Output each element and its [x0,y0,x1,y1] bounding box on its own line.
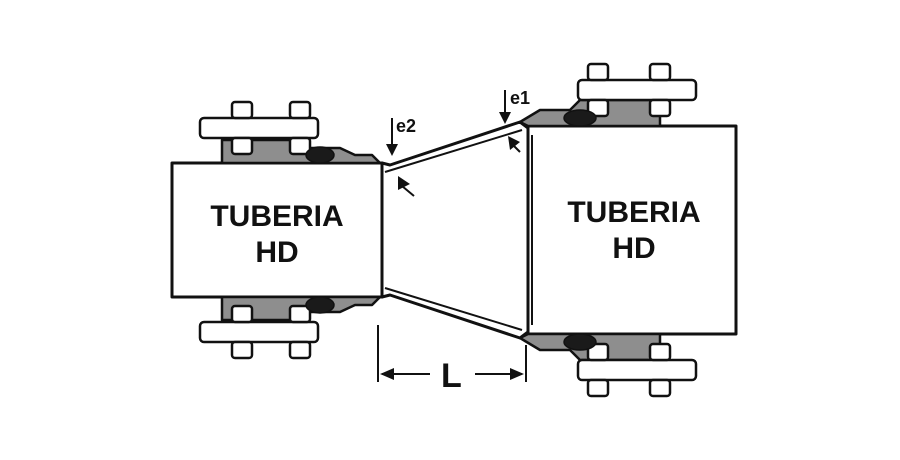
e2-arrow-up-icon [398,176,410,190]
label-length: L [441,357,462,395]
right-top-bolt [576,78,698,102]
e1-arrow-icon [499,112,511,124]
right-top-gasket [563,109,597,127]
left-pipe-label-line2: HD [255,236,298,269]
left-top-gasket [305,146,335,164]
right-pipe [526,124,738,336]
right-flange-top [518,62,698,128]
left-flange-top [198,100,382,165]
label-e1: e1 [510,88,530,108]
left-pipe-body [170,161,384,299]
e2-indicator: e2 [386,116,416,197]
e2-arrow-icon [386,144,398,156]
e1-indicator: e1 [499,88,530,153]
left-bottom-bolt [198,320,320,344]
right-flange-bottom [518,332,698,398]
right-bottom-gasket [563,333,597,351]
right-bottom-bolt [576,358,698,382]
right-pipe-label-line1: TUBERIA [567,196,700,229]
e1-arrow-up-icon [508,136,520,150]
label-e2: e2 [396,116,416,136]
left-bottom-gasket [305,296,335,314]
left-top-bolt [198,116,320,140]
length-arrow-left-icon [380,368,394,380]
length-dimension: L [377,325,527,395]
reducer-cone [380,120,530,340]
right-pipe-body [526,124,738,336]
right-pipe-label-line2: HD [612,232,655,265]
left-pipe-label-line1: TUBERIA [210,200,343,233]
length-arrow-right-icon [510,368,524,380]
left-flange-bottom [198,295,382,360]
